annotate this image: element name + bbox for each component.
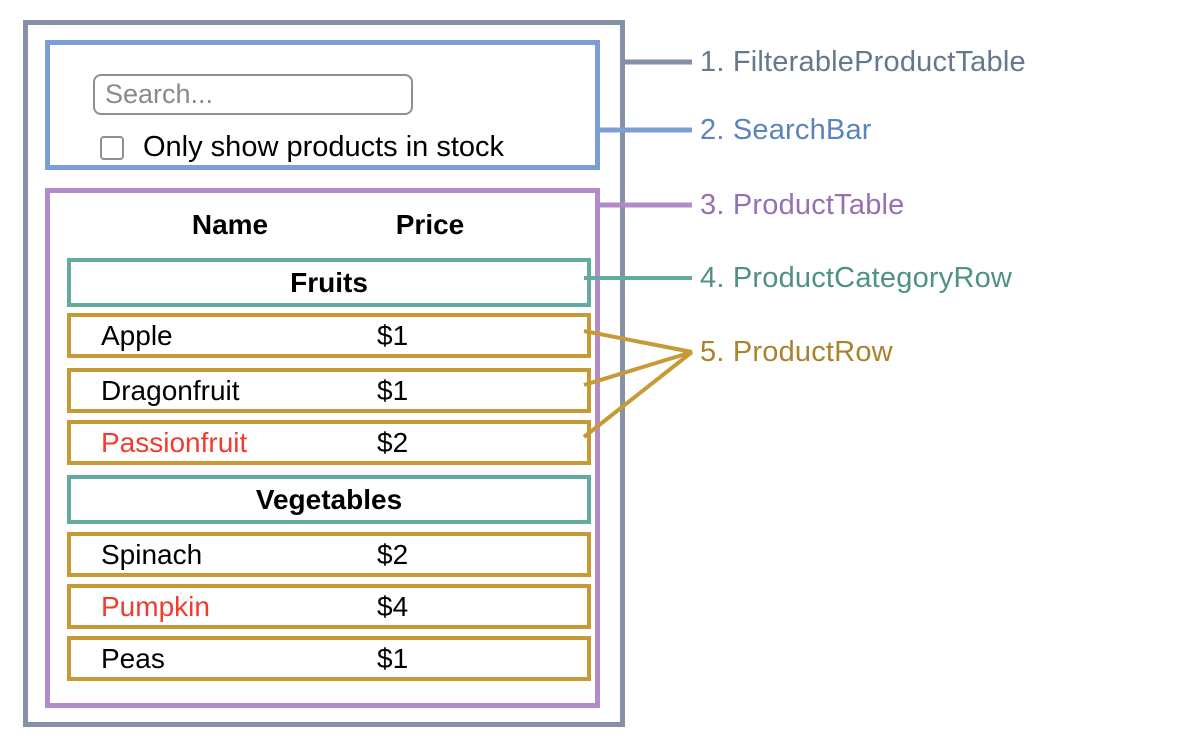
product-name: Passionfruit [101, 427, 248, 458]
in-stock-checkbox[interactable] [100, 135, 124, 160]
category-row-fruits: Fruits [67, 258, 591, 307]
product-name: Pumpkin [101, 591, 210, 622]
product-table-box: Name Price Fruits Apple $1 Dragonfruit $… [45, 188, 600, 708]
legend-filterable-product-table: 1. FilterableProductTable [700, 45, 1026, 78]
product-name: Peas [101, 643, 165, 674]
product-price: $1 [377, 375, 409, 406]
product-price: $1 [377, 643, 409, 674]
product-row-pumpkin: Pumpkin $4 [67, 584, 591, 629]
product-price: $4 [377, 591, 409, 622]
category-row-vegetables: Vegetables [67, 475, 591, 524]
product-name: Apple [101, 320, 173, 351]
product-row-spinach: Spinach $2 [67, 532, 591, 577]
product-name: Spinach [101, 539, 203, 570]
category-label: Vegetables [255, 484, 403, 515]
product-row-dragonfruit: Dragonfruit $1 [67, 368, 591, 413]
column-header-price: Price [395, 209, 465, 240]
product-price: $1 [377, 320, 409, 351]
product-name: Dragonfruit [101, 375, 240, 406]
search-input[interactable] [93, 74, 413, 115]
legend-product-row: 5. ProductRow [700, 335, 893, 368]
in-stock-checkbox-row: Only show products in stock [100, 131, 504, 164]
category-label: Fruits [290, 267, 368, 298]
product-row-peas: Peas $1 [67, 636, 591, 681]
product-row-apple: Apple $1 [67, 313, 591, 358]
search-bar-box: Only show products in stock [45, 40, 600, 170]
legend-product-table: 3. ProductTable [700, 188, 905, 221]
product-price: $2 [377, 427, 409, 458]
in-stock-checkbox-label: Only show products in stock [143, 131, 505, 163]
column-header-name: Name [191, 209, 269, 240]
product-row-passionfruit: Passionfruit $2 [67, 420, 591, 465]
legend-product-category-row: 4. ProductCategoryRow [700, 261, 1013, 294]
legend-search-bar: 2. SearchBar [700, 113, 872, 146]
product-price: $2 [377, 539, 409, 570]
